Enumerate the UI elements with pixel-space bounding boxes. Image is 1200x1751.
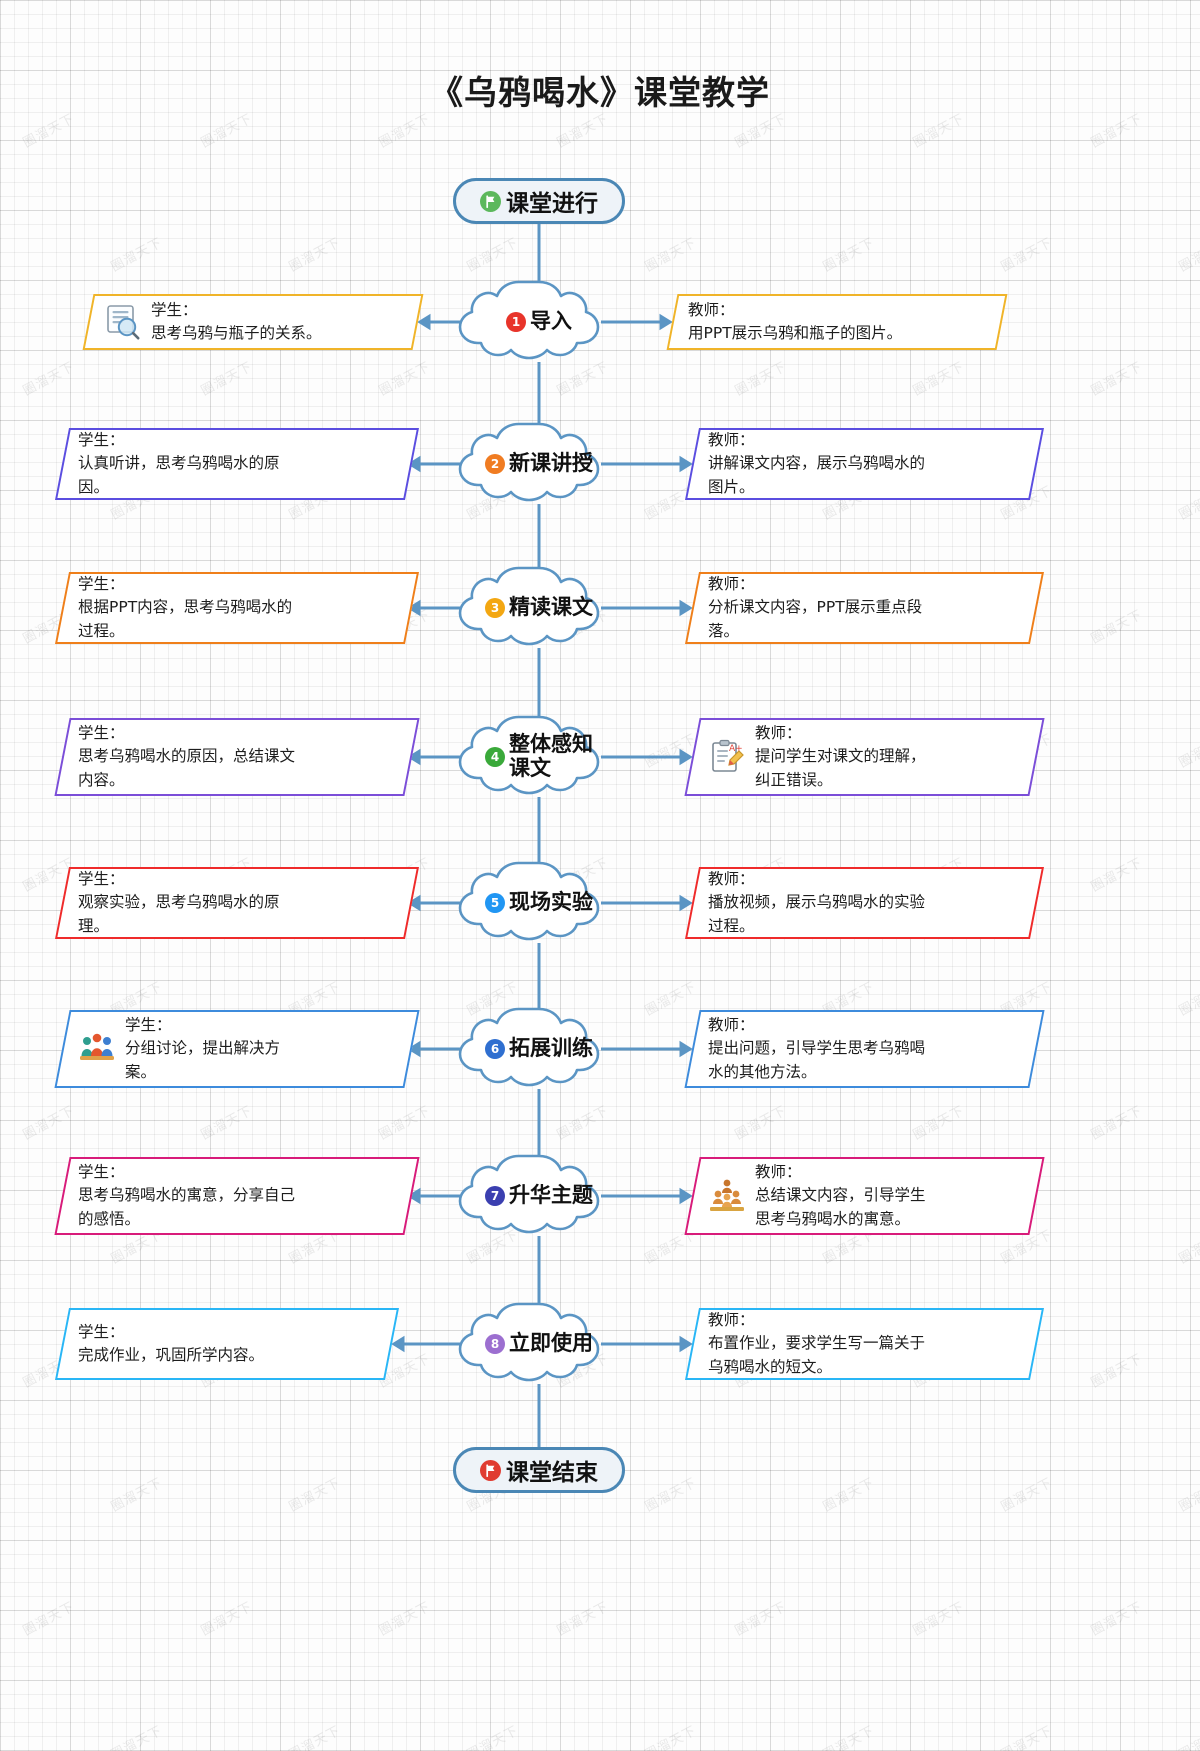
- green-flag-icon: [480, 190, 501, 212]
- note-body-left-2: 认真听讲，思考乌鸦喝水的原 因。: [78, 454, 280, 496]
- note-role-left-8: 学生：: [78, 1322, 125, 1341]
- step-title-4: 整体感知 课文: [509, 732, 593, 780]
- step-badge-5: 5: [485, 892, 505, 913]
- note-right-1[interactable]: 教师： 用PPT展示乌鸦和瓶子的图片。: [666, 294, 1008, 350]
- team-steps-icon: [708, 1177, 746, 1215]
- group-discussion-icon: [78, 1030, 116, 1068]
- note-body-left-8: 完成作业，巩固所学内容。: [78, 1346, 265, 1364]
- note-body-left-5: 观察实验，思考乌鸦喝水的原 理。: [78, 893, 280, 935]
- red-flag-icon: [480, 1459, 501, 1481]
- note-role-right-5: 教师：: [708, 870, 755, 889]
- step-title-8: 立即使用: [509, 1331, 593, 1356]
- note-body-right-8: 布置作业，要求学生写一篇关于 乌鸦喝水的短文。: [708, 1334, 926, 1376]
- note-role-left-1: 学生：: [151, 300, 198, 319]
- step-title-5: 现场实验: [509, 890, 593, 915]
- step-badge-4: 4: [485, 747, 505, 767]
- note-left-8[interactable]: 学生： 完成作业，巩固所学内容。: [55, 1308, 399, 1380]
- note-left-2[interactable]: 学生： 认真听讲，思考乌鸦喝水的原 因。: [55, 428, 419, 500]
- step-badge-8: 8: [485, 1333, 505, 1354]
- note-role-left-6: 学生：: [125, 1016, 172, 1035]
- step-title-1: 导入: [530, 309, 572, 334]
- note-body-left-4: 思考乌鸦喝水的原因，总结课文 内容。: [78, 747, 296, 789]
- step-title-3: 精读课文: [509, 595, 593, 620]
- note-role-left-7: 学生：: [78, 1163, 125, 1182]
- note-role-right-6: 教师：: [708, 1016, 755, 1035]
- note-role-right-7: 教师：: [755, 1163, 802, 1182]
- page-title: 《乌鸦喝水》课堂教学: [430, 73, 770, 112]
- note-right-2[interactable]: 教师： 讲解课文内容，展示乌鸦喝水的 图片。: [685, 428, 1044, 500]
- note-body-left-3: 根据PPT内容，思考乌鸦喝水的 过程。: [78, 598, 293, 640]
- note-role-left-5: 学生：: [78, 870, 125, 889]
- note-role-right-3: 教师：: [708, 575, 755, 594]
- step-badge-1: 1: [506, 311, 526, 332]
- step-badge-2: 2: [485, 453, 505, 474]
- note-right-3[interactable]: 教师： 分析课文内容，PPT展示重点段 落。: [685, 572, 1044, 644]
- step-title-7: 升华主题: [509, 1183, 593, 1208]
- note-right-8[interactable]: 教师： 布置作业，要求学生写一篇关于 乌鸦喝水的短文。: [685, 1308, 1044, 1380]
- step-badge-6: 6: [485, 1038, 505, 1059]
- checklist-pencil-icon: A+: [708, 738, 746, 776]
- step-title-6: 拓展训练: [509, 1036, 593, 1061]
- note-right-7[interactable]: 教师： 总结课文内容，引导学生 思考乌鸦喝水的寓意。: [684, 1157, 1045, 1235]
- note-role-left-4: 学生：: [78, 724, 125, 743]
- note-right-4[interactable]: A+ 教师： 提问学生对课文的理解， 纠正错误。: [684, 718, 1045, 796]
- note-body-left-1: 思考乌鸦与瓶子的关系。: [151, 324, 322, 342]
- note-body-right-3: 分析课文内容，PPT展示重点段 落。: [708, 598, 923, 640]
- note-right-6[interactable]: 教师： 提出问题，引导学生思考乌鸦喝 水的其他方法。: [684, 1010, 1045, 1088]
- note-role-left-3: 学生：: [78, 575, 125, 594]
- note-right-5[interactable]: 教师： 播放视频，展示乌鸦喝水的实验 过程。: [685, 867, 1044, 939]
- terminal-end-label: 课堂结束: [506, 1460, 598, 1486]
- step-badge-7: 7: [485, 1185, 505, 1206]
- note-body-right-1: 用PPT展示乌鸦和瓶子的图片。: [688, 324, 903, 342]
- note-left-3[interactable]: 学生： 根据PPT内容，思考乌鸦喝水的 过程。: [55, 572, 419, 644]
- note-left-4[interactable]: 学生： 思考乌鸦喝水的原因，总结课文 内容。: [54, 718, 420, 796]
- note-left-6[interactable]: 学生： 分组讨论，提出解决方 案。: [54, 1010, 420, 1088]
- note-body-right-5: 播放视频，展示乌鸦喝水的实验 过程。: [708, 893, 926, 935]
- terminal-end[interactable]: 课堂结束: [453, 1447, 625, 1493]
- document-search-icon: [104, 303, 142, 341]
- note-role-left-2: 学生：: [78, 431, 125, 450]
- terminal-start[interactable]: 课堂进行: [453, 178, 625, 224]
- note-role-right-2: 教师：: [708, 431, 755, 450]
- note-body-right-2: 讲解课文内容，展示乌鸦喝水的 图片。: [708, 454, 926, 496]
- step-title-2: 新课讲授: [509, 451, 593, 476]
- note-body-left-6: 分组讨论，提出解决方 案。: [125, 1039, 281, 1081]
- svg-text:A+: A+: [729, 744, 743, 754]
- note-body-right-6: 提出问题，引导学生思考乌鸦喝 水的其他方法。: [708, 1039, 926, 1081]
- note-left-1[interactable]: 学生： 思考乌鸦与瓶子的关系。: [82, 294, 424, 350]
- note-left-7[interactable]: 学生： 思考乌鸦喝水的寓意，分享自己 的感悟。: [54, 1157, 420, 1235]
- note-body-right-7: 总结课文内容，引导学生 思考乌鸦喝水的寓意。: [755, 1186, 926, 1228]
- step-badge-3: 3: [485, 597, 505, 618]
- note-role-right-1: 教师：: [688, 300, 735, 319]
- note-body-right-4: 提问学生对课文的理解， 纠正错误。: [755, 747, 926, 789]
- note-left-5[interactable]: 学生： 观察实验，思考乌鸦喝水的原 理。: [55, 867, 419, 939]
- note-body-left-7: 思考乌鸦喝水的寓意，分享自己 的感悟。: [78, 1186, 296, 1228]
- terminal-start-label: 课堂进行: [506, 191, 598, 217]
- note-role-right-4: 教师：: [755, 724, 802, 743]
- note-role-right-8: 教师：: [708, 1311, 755, 1330]
